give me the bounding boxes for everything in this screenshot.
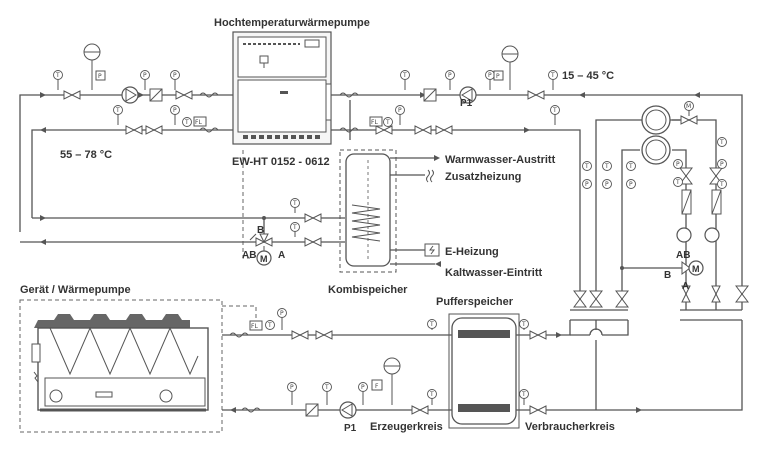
svg-text:T: T xyxy=(521,321,526,328)
svg-text:P: P xyxy=(361,384,365,391)
bottom-components xyxy=(229,308,547,419)
temp-high-label: 55 – 78 °C xyxy=(60,149,112,161)
svg-text:F: F xyxy=(375,383,379,390)
valve-b-left: B xyxy=(257,225,264,236)
svg-text:P: P xyxy=(398,107,402,114)
svg-text:T: T xyxy=(324,384,329,391)
svg-text:T: T xyxy=(55,72,60,79)
svg-text:P: P xyxy=(98,73,102,80)
svg-text:P: P xyxy=(605,181,609,188)
high-temp-heat-pump-unit xyxy=(232,31,332,145)
svg-text:T: T xyxy=(292,200,297,207)
geraet-enclosure xyxy=(19,299,223,433)
svg-text:P: P xyxy=(173,72,177,79)
htwp-title: Hochtemperaturwärmepumpe xyxy=(214,17,370,29)
svg-text:T: T xyxy=(604,163,609,170)
svg-text:T: T xyxy=(184,119,189,126)
kombispeicher-connections xyxy=(390,155,441,267)
svg-text:T: T xyxy=(584,163,589,170)
svg-text:T: T xyxy=(402,72,407,79)
puffer-label: Pufferspeicher xyxy=(436,296,514,308)
temp-low-label: 15 – 45 °C xyxy=(562,70,614,82)
svg-text:FL: FL xyxy=(371,119,378,126)
sensor-letters: T P P P T FL T P T P P P T P FL T T T T … xyxy=(55,72,724,398)
top-right-components xyxy=(339,45,560,135)
svg-text:P: P xyxy=(488,72,492,79)
svg-text:T: T xyxy=(719,181,724,188)
svg-text:P: P xyxy=(676,161,680,168)
pump-p1-top: P1 xyxy=(460,98,473,109)
mix-ab-label: AB xyxy=(676,250,690,261)
svg-text:P: P xyxy=(585,181,589,188)
svg-text:T: T xyxy=(429,321,434,328)
svg-text:T: T xyxy=(521,391,526,398)
svg-text:T: T xyxy=(429,391,434,398)
svg-text:T: T xyxy=(292,224,297,231)
flow-arrows-left xyxy=(40,92,144,245)
pufferspeicher-tank xyxy=(448,313,520,429)
svg-text:P: P xyxy=(280,310,284,317)
svg-text:T: T xyxy=(719,139,724,146)
svg-text:P: P xyxy=(448,72,452,79)
svg-text:T: T xyxy=(628,163,633,170)
svg-text:T: T xyxy=(115,107,120,114)
flow-arrows-top-right xyxy=(420,92,700,133)
consumer-manifold xyxy=(570,101,749,321)
top-left-components xyxy=(53,43,219,135)
kombispeicher-tank xyxy=(339,149,397,273)
motor-m-right: M xyxy=(692,264,700,274)
svg-text:P: P xyxy=(173,107,177,114)
svg-text:P: P xyxy=(290,384,294,391)
svg-text:T: T xyxy=(675,179,680,186)
svg-text:T: T xyxy=(552,107,557,114)
mix-a-label: A xyxy=(682,281,689,292)
pump-p1-bottom: P1 xyxy=(344,423,357,434)
warmwasser-label: Warmwasser-Austritt xyxy=(445,154,556,166)
svg-text:T: T xyxy=(550,72,555,79)
tank-loop-components xyxy=(249,198,322,266)
model-label: EW-HT 0152 - 0612 xyxy=(232,156,330,168)
svg-text:P: P xyxy=(496,73,500,80)
svg-text:FL: FL xyxy=(251,323,258,330)
svg-text:T: T xyxy=(385,119,390,126)
outdoor-heat-pump-unit xyxy=(31,314,209,412)
eheizung-label: E-Heizung xyxy=(445,246,499,258)
kombi-label: Kombispeicher xyxy=(328,284,408,296)
valve-ab-left: AB xyxy=(242,250,256,261)
svg-text:M: M xyxy=(686,103,691,110)
motor-m-left: M xyxy=(260,254,268,264)
svg-text:T: T xyxy=(267,322,272,329)
svg-text:P: P xyxy=(143,72,147,79)
mix-b-label: B xyxy=(664,270,671,281)
svg-text:P: P xyxy=(629,181,633,188)
erzeuger-label: Erzeugerkreis xyxy=(370,421,443,433)
verbraucher-label: Verbraucherkreis xyxy=(525,421,615,433)
geraet-control-line xyxy=(222,305,257,318)
control-signal-line xyxy=(242,150,250,259)
zusatz-label: Zusatzheizung xyxy=(445,171,521,183)
svg-text:FL: FL xyxy=(195,119,202,126)
kaltwasser-label: Kaltwasser-Eintritt xyxy=(445,267,543,279)
valve-a-left: A xyxy=(278,250,285,261)
geraet-label: Gerät / Wärmepumpe xyxy=(20,284,131,296)
svg-text:P: P xyxy=(720,161,724,168)
